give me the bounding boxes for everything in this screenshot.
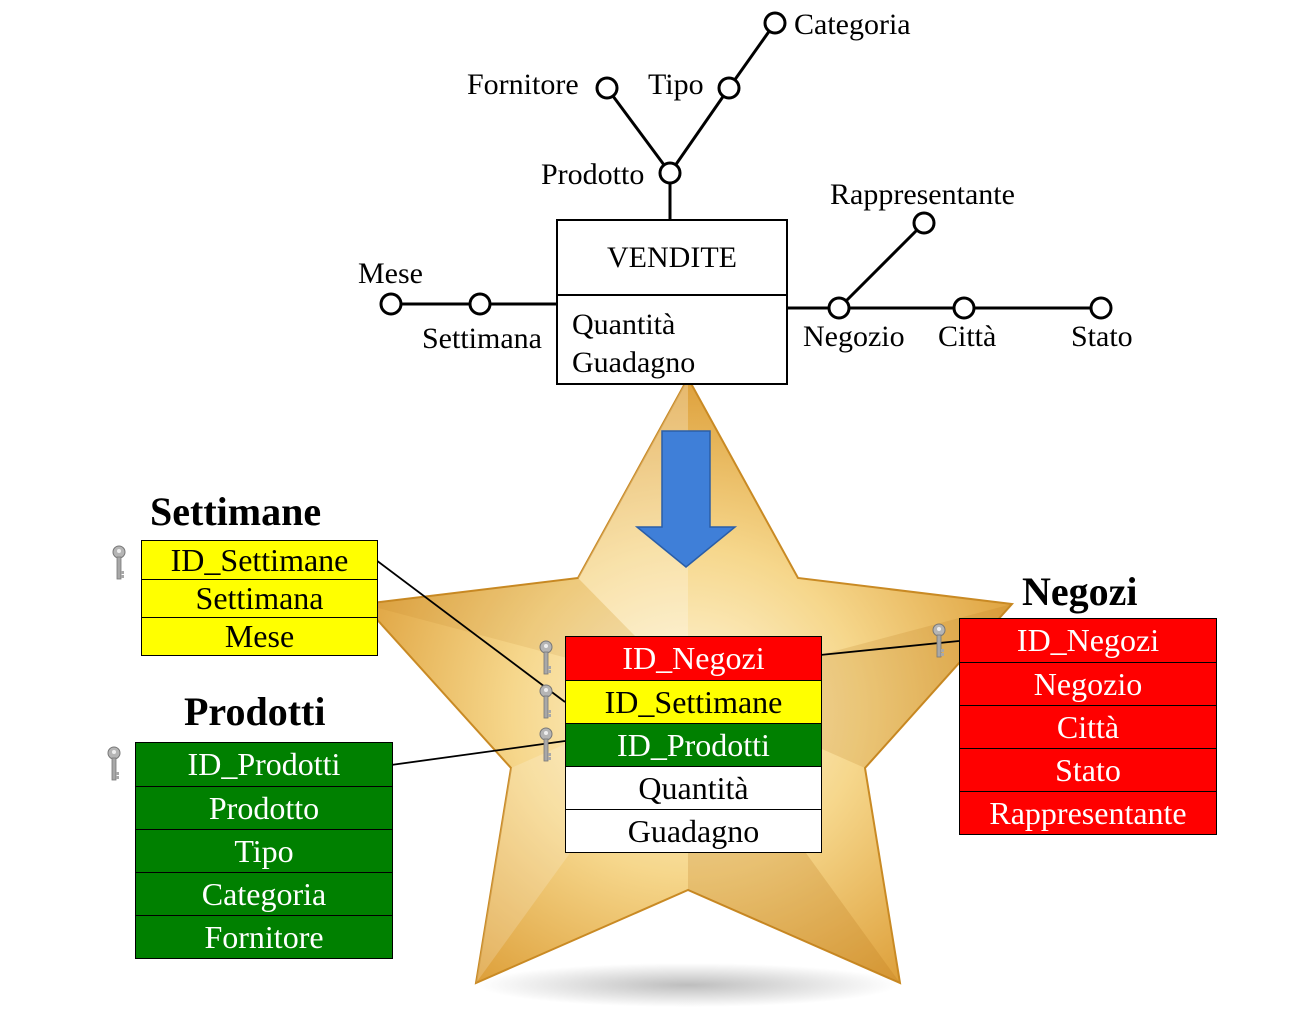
prodotti-row-id: ID_Prodotti	[136, 743, 392, 786]
fact-row-quantita: Quantità	[566, 766, 821, 809]
node-rappresentante	[912, 211, 936, 235]
prodotti-row-categoria: Categoria	[136, 872, 392, 915]
settimane-row-settimana: Settimana	[142, 579, 377, 617]
key-icon	[539, 727, 553, 762]
node-citta	[952, 296, 976, 320]
node-mese	[379, 292, 403, 316]
attr-citta: Città	[938, 320, 997, 353]
table-title-negozi: Negozi	[1022, 569, 1138, 614]
schema-nodes	[379, 11, 1113, 320]
attr-rappresentante: Rappresentante	[830, 178, 1015, 211]
table-prodotti: ID_Prodotti Prodotto Tipo Categoria Forn…	[135, 742, 393, 959]
star-shadow	[478, 963, 898, 1007]
arrow-down-icon	[634, 430, 738, 568]
table-negozi: ID_Negozi Negozio Città Stato Rappresent…	[959, 618, 1217, 835]
table-settimane: ID_Settimane Settimana Mese	[141, 540, 378, 656]
node-categoria	[763, 11, 787, 35]
attr-settimana: Settimana	[422, 322, 542, 355]
node-fornitore	[595, 76, 619, 100]
attr-categoria: Categoria	[794, 8, 911, 41]
negozi-row-rappresentante: Rappresentante	[960, 791, 1216, 834]
fact-title: VENDITE	[558, 221, 786, 296]
prodotti-row-tipo: Tipo	[136, 829, 392, 872]
node-tipo	[717, 76, 741, 100]
table-title-prodotti: Prodotti	[184, 689, 326, 734]
measure-guadagno: Guadagno	[572, 346, 696, 379]
attr-stato: Stato	[1071, 320, 1133, 353]
negozi-row-negozio: Negozio	[960, 662, 1216, 705]
attr-prodotto: Prodotto	[541, 158, 645, 191]
fact-row-id-settimane: ID_Settimane	[566, 680, 821, 723]
node-settimana	[468, 292, 492, 316]
table-fact-vendite: ID_Negozi ID_Settimane ID_Prodotti Quant…	[565, 636, 822, 853]
fact-row-id-prodotti: ID_Prodotti	[566, 723, 821, 766]
node-prodotto	[658, 161, 682, 185]
key-icon	[932, 623, 946, 658]
key-icon	[107, 746, 121, 781]
key-icon	[539, 640, 553, 675]
settimane-row-id: ID_Settimane	[142, 541, 377, 579]
fact-row-guadagno: Guadagno	[566, 809, 821, 852]
node-stato	[1089, 296, 1113, 320]
key-icon	[112, 545, 126, 580]
node-negozio	[827, 296, 851, 320]
measure-quantita: Quantità	[572, 308, 676, 341]
key-icon	[539, 684, 553, 719]
prodotti-row-fornitore: Fornitore	[136, 915, 392, 958]
settimane-row-mese: Mese	[142, 617, 377, 655]
relationship-lines	[375, 559, 960, 766]
negozi-row-citta: Città	[960, 705, 1216, 748]
attr-mese: Mese	[358, 257, 423, 290]
attr-fornitore: Fornitore	[467, 68, 579, 101]
fact-row-id-negozi: ID_Negozi	[566, 637, 821, 680]
attr-tipo: Tipo	[648, 68, 704, 101]
attr-negozio: Negozio	[803, 320, 905, 353]
fact-vendite-box: VENDITE Quantità Guadagno	[556, 219, 788, 385]
table-title-settimane: Settimane	[150, 489, 322, 534]
prodotti-row-prodotto: Prodotto	[136, 786, 392, 829]
negozi-row-stato: Stato	[960, 748, 1216, 791]
negozi-row-id: ID_Negozi	[960, 619, 1216, 662]
